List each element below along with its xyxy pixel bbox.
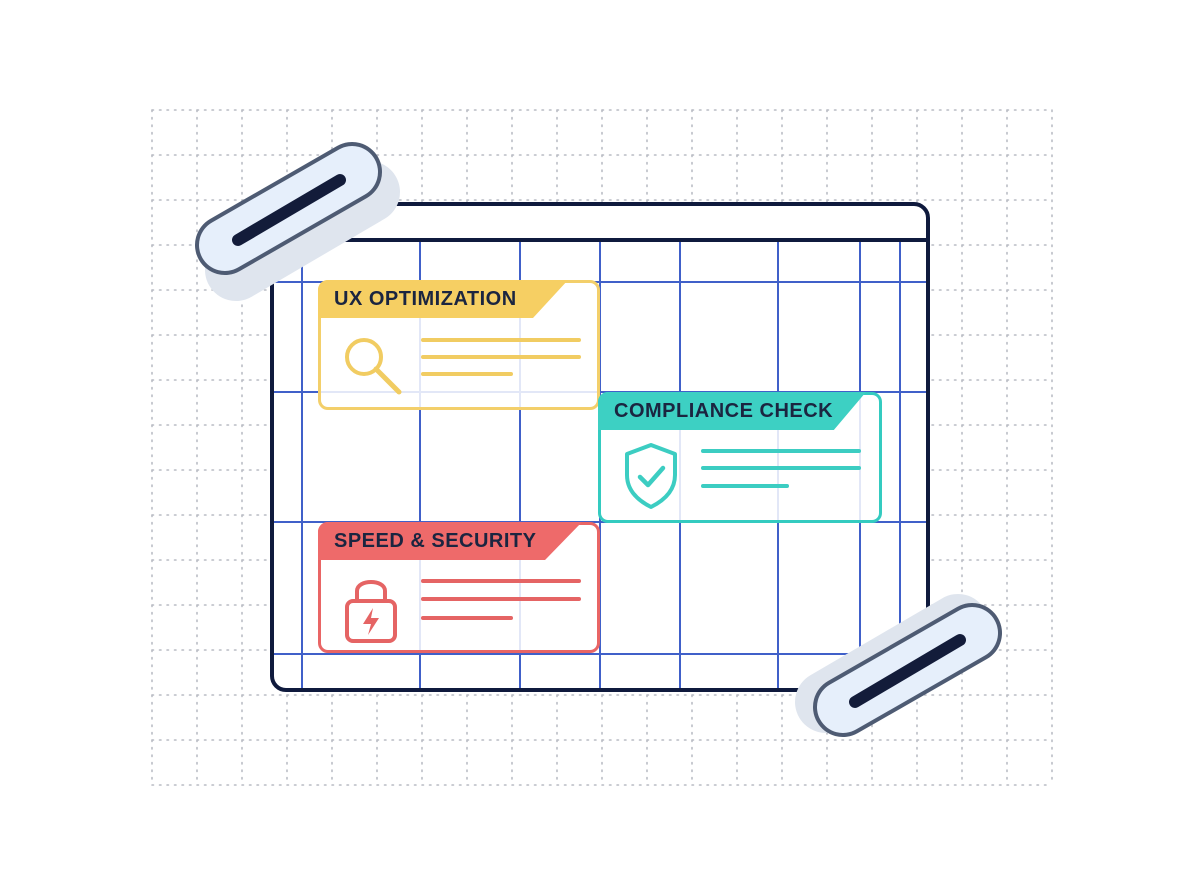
lock-bolt-icon — [345, 580, 397, 643]
text-line — [421, 616, 513, 620]
clip-bottom-right — [795, 594, 1002, 737]
text-line — [701, 484, 789, 488]
card-title: SPEED & SECURITY — [318, 522, 582, 560]
text-line — [421, 597, 581, 601]
card-title: UX OPTIMIZATION — [318, 280, 568, 318]
text-line — [421, 579, 581, 583]
text-line — [421, 338, 581, 342]
clip-top-left — [195, 142, 400, 301]
card-ux-optimization: UX OPTIMIZATION — [318, 280, 600, 410]
magnifier-icon — [345, 338, 402, 395]
card-compliance-check: COMPLIANCE CHECK — [598, 392, 882, 523]
text-line — [701, 449, 861, 453]
card-title: COMPLIANCE CHECK — [598, 392, 866, 430]
text-line — [421, 372, 513, 376]
text-line — [701, 466, 861, 470]
shield-check-icon — [625, 443, 677, 509]
card-speed-security: SPEED & SECURITY — [318, 522, 600, 653]
text-line — [421, 355, 581, 359]
